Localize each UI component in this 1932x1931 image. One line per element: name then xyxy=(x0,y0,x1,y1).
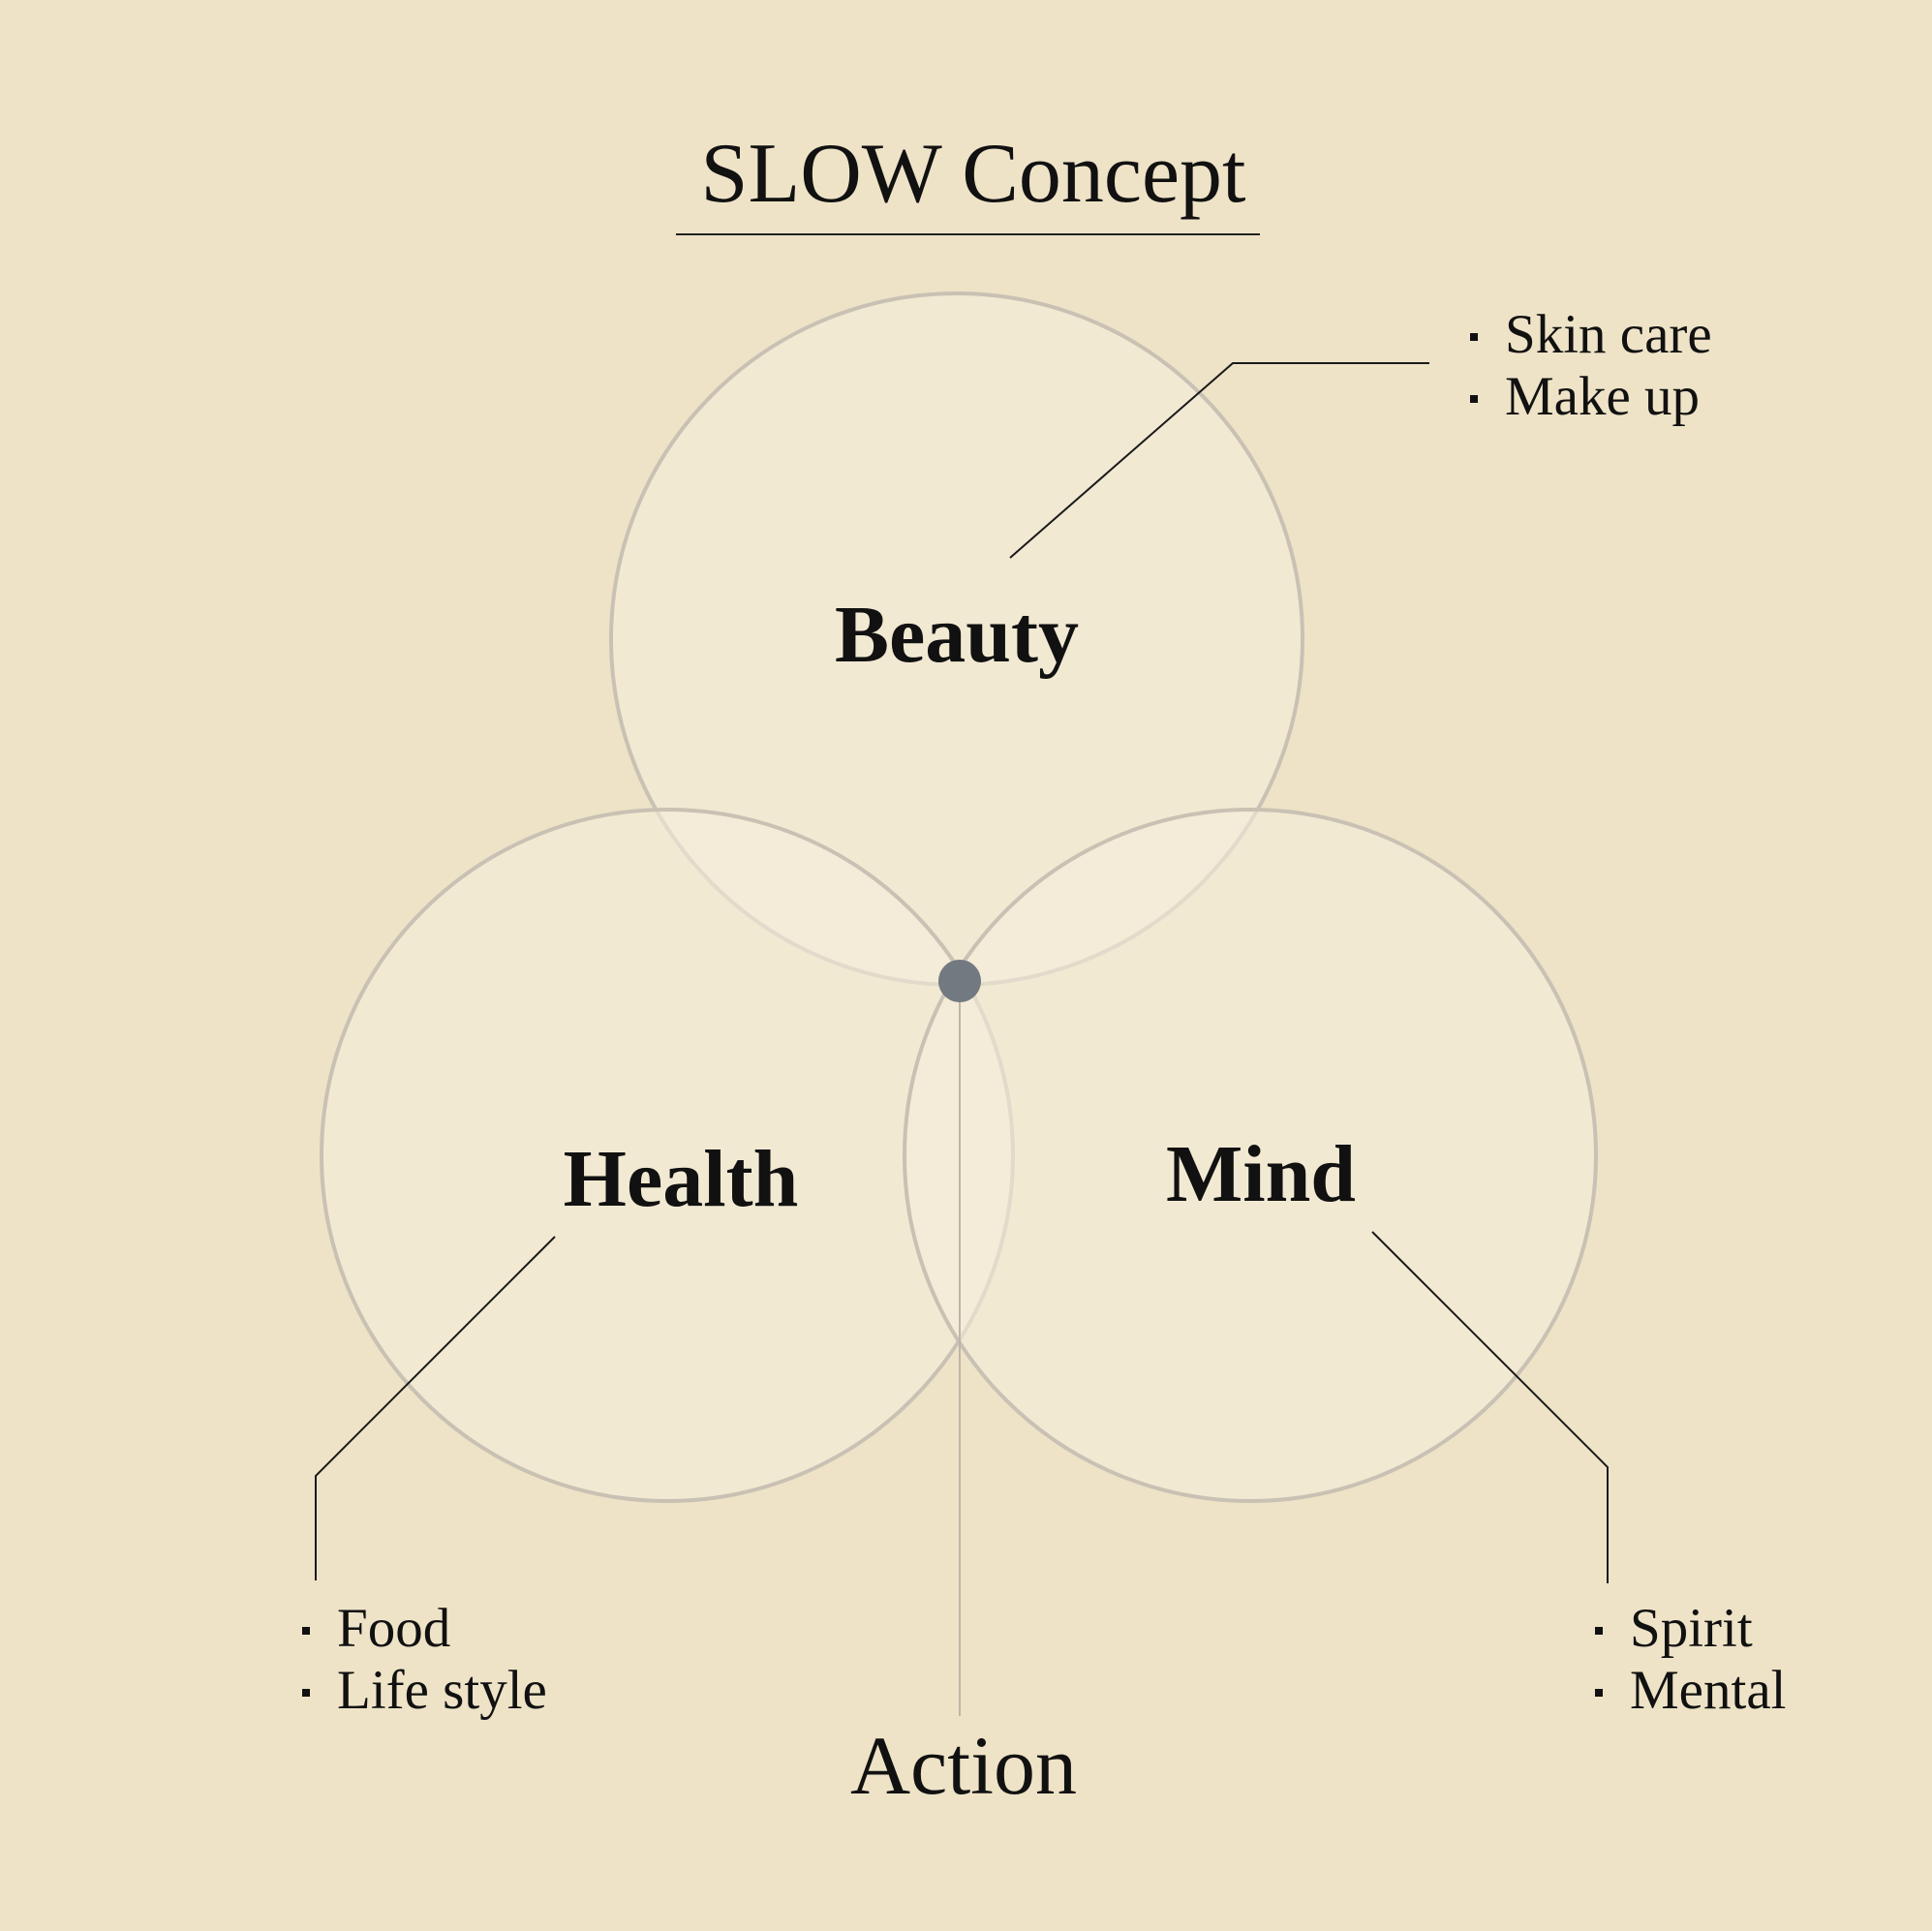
list-item: Food xyxy=(302,1598,547,1660)
health-label: Health xyxy=(563,1134,799,1224)
circles xyxy=(320,291,1598,1503)
mind-leader-line xyxy=(1371,1231,1609,1583)
action-label: Action xyxy=(849,1719,1078,1812)
mind-label: Mind xyxy=(1165,1129,1357,1219)
beauty-label: Beauty xyxy=(835,590,1079,680)
health-item-list: Food Life style xyxy=(302,1598,547,1722)
mind-circle xyxy=(903,808,1598,1503)
mind-item-list: Spirit Mental xyxy=(1595,1598,1786,1722)
leader-lines xyxy=(315,362,1609,1583)
list-item: Spirit xyxy=(1595,1598,1786,1660)
beauty-item-list: Skin care Make up xyxy=(1470,304,1712,428)
list-item: Life style xyxy=(302,1660,547,1722)
list-item: Make up xyxy=(1470,366,1712,428)
health-leader-line xyxy=(315,1236,556,1580)
center-dot xyxy=(938,960,981,1002)
page-title: SLOW Concept xyxy=(700,127,1246,221)
list-item: Skin care xyxy=(1470,304,1712,366)
list-item: Mental xyxy=(1595,1660,1786,1722)
beauty-leader-line xyxy=(1009,362,1429,559)
title-underline xyxy=(676,233,1260,235)
